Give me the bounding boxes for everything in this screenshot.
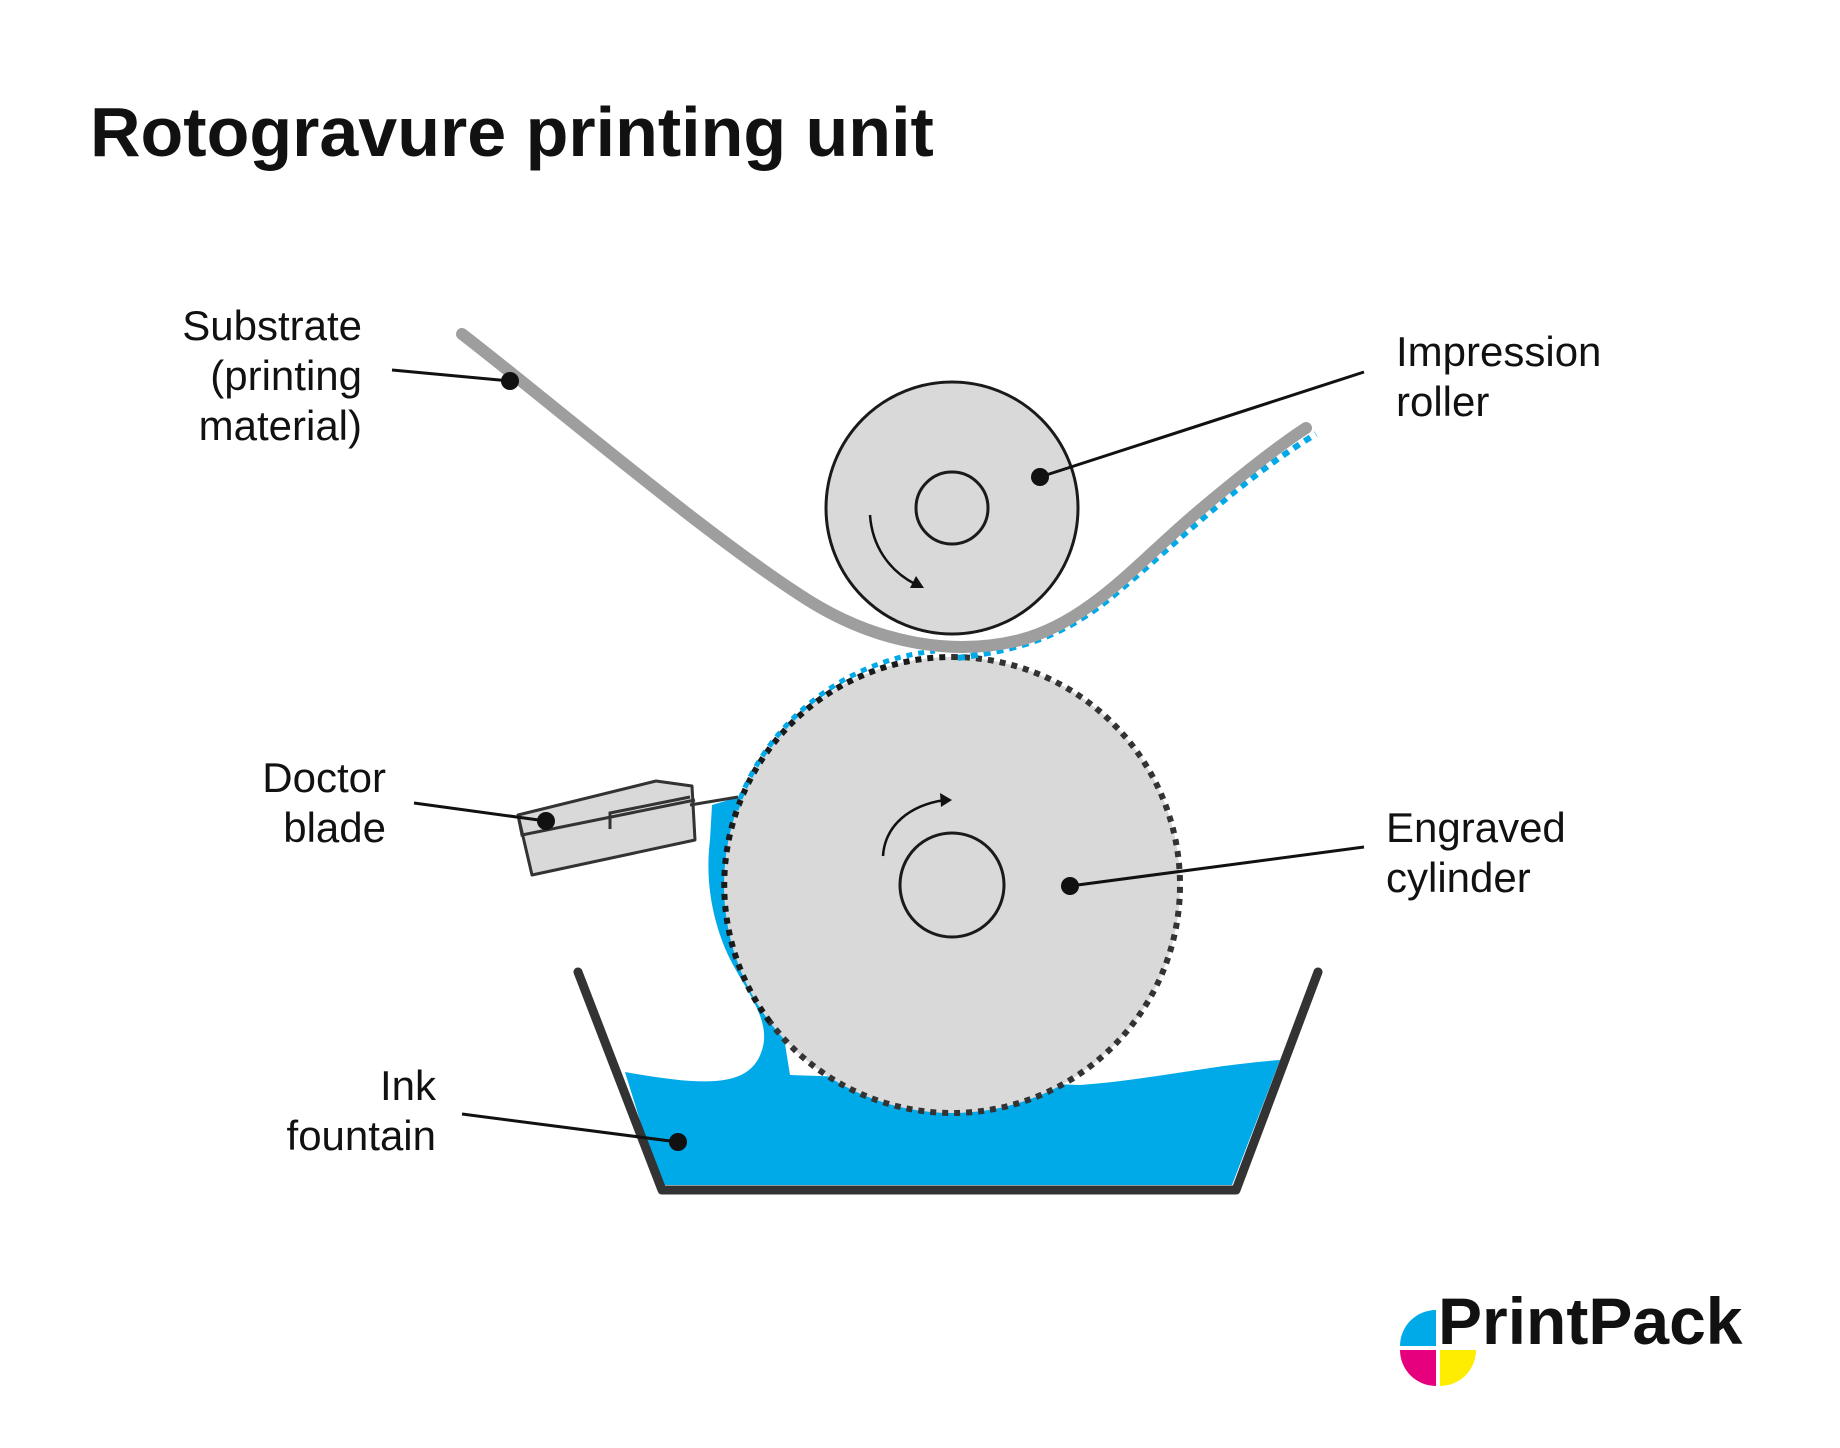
label-doctor-blade: Doctor blade: [262, 754, 386, 851]
label-substrate: Substrate (printing material): [182, 302, 362, 449]
engraved-cylinder: [724, 657, 1180, 1113]
substrate-leader: [391, 368, 511, 383]
impression-roller-dot: [1031, 468, 1049, 486]
svg-text:material): material): [199, 402, 362, 449]
impression-roller: [824, 380, 1080, 636]
logo-magenta-quadrant: [1400, 1350, 1436, 1386]
ink-fountain-leader: [461, 1112, 679, 1144]
impression-roller-leader: [1039, 370, 1365, 479]
ink-pool: [625, 795, 1280, 1185]
label-impression-roller: Impression roller: [1396, 328, 1601, 425]
roller-axle: [914, 470, 990, 546]
label-engraved-cylinder: Engraved cylinder: [1386, 804, 1566, 901]
svg-text:(printing: (printing: [210, 352, 362, 399]
svg-text:Engraved: Engraved: [1386, 804, 1566, 851]
engraved-cylinder-leader: [1069, 845, 1365, 888]
svg-text:blade: blade: [283, 804, 386, 851]
logo-yellow-quadrant: [1440, 1350, 1476, 1386]
printpack-logo: PrintPack: [1400, 1284, 1743, 1386]
ink-fountain-tray: [573, 967, 1323, 1195]
svg-text:Substrate: Substrate: [182, 302, 362, 349]
substrate-web: [456, 328, 1312, 653]
svg-text:cylinder: cylinder: [1386, 854, 1531, 901]
ink-fountain-dot: [669, 1133, 687, 1151]
svg-text:fountain: fountain: [287, 1112, 436, 1159]
svg-text:Ink: Ink: [380, 1062, 437, 1109]
doctor-blade-dot: [537, 812, 555, 830]
svg-text:Doctor: Doctor: [262, 754, 386, 801]
substrate-dot: [501, 372, 519, 390]
cylinder-rotation-arrow: [881, 798, 946, 857]
logo-text: PrintPack: [1438, 1284, 1743, 1358]
doctor-blade-leader: [413, 801, 547, 823]
roller-arrowhead-icon: [910, 576, 924, 588]
logo-cyan-quadrant: [1400, 1310, 1436, 1346]
cylinder-arrowhead-icon: [940, 793, 952, 807]
svg-text:roller: roller: [1396, 378, 1489, 425]
cylinder-axle: [898, 831, 1006, 939]
roller-rotation-arrow: [868, 514, 916, 586]
label-ink-fountain: Ink fountain: [287, 1062, 437, 1159]
svg-text:Impression: Impression: [1396, 328, 1601, 375]
doctor-blade: [516, 779, 739, 877]
ink-film: [733, 648, 936, 811]
engraved-cylinder-dot: [1061, 877, 1079, 895]
diagram-title: Rotogravure printing unit: [90, 93, 934, 171]
